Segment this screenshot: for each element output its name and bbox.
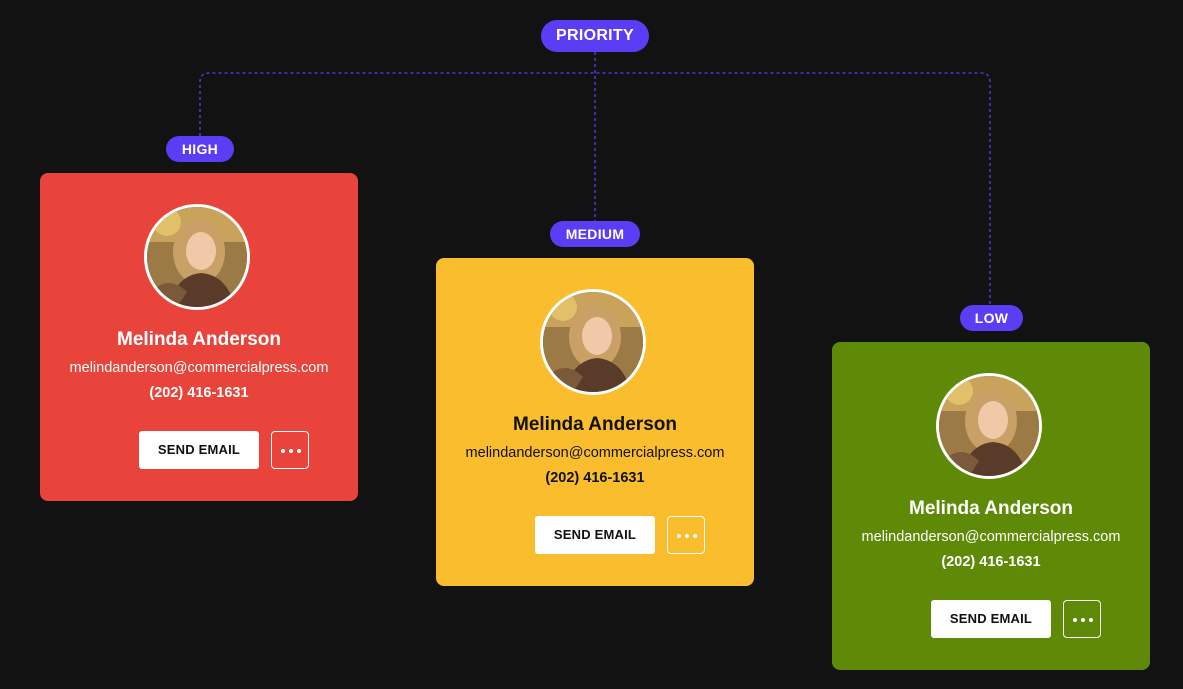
contact-name: Melinda Anderson <box>117 329 281 350</box>
send-email-button[interactable]: SEND EMAIL <box>535 516 655 554</box>
send-email-button[interactable]: SEND EMAIL <box>139 431 259 469</box>
send-email-button[interactable]: SEND EMAIL <box>931 600 1051 638</box>
more-dots-icon <box>1073 618 1093 622</box>
contact-card-high: Melinda Anderson melindanderson@commerci… <box>40 173 358 501</box>
more-options-button[interactable] <box>667 516 705 554</box>
contact-phone: (202) 416-1631 <box>149 385 249 401</box>
contact-email: melindanderson@commercialpress.com <box>861 529 1121 545</box>
more-dots-icon <box>677 534 697 538</box>
contact-name: Melinda Anderson <box>909 498 1073 519</box>
priority-low-label: LOW <box>960 305 1023 331</box>
more-options-button[interactable] <box>1063 600 1101 638</box>
avatar <box>540 289 646 395</box>
contact-phone: (202) 416-1631 <box>545 470 645 486</box>
contact-card-medium: Melinda Anderson melindanderson@commerci… <box>436 258 754 586</box>
priority-root-label: PRIORITY <box>541 20 649 52</box>
more-options-button[interactable] <box>271 431 309 469</box>
contact-email: melindanderson@commercialpress.com <box>465 445 725 461</box>
priority-high-label: HIGH <box>166 136 234 162</box>
avatar <box>144 204 250 310</box>
contact-name: Melinda Anderson <box>513 414 677 435</box>
contact-phone: (202) 416-1631 <box>941 554 1041 570</box>
contact-email: melindanderson@commercialpress.com <box>69 360 329 376</box>
more-dots-icon <box>281 449 301 453</box>
contact-card-low: Melinda Anderson melindanderson@commerci… <box>832 342 1150 670</box>
priority-medium-label: MEDIUM <box>550 221 640 247</box>
avatar <box>936 373 1042 479</box>
